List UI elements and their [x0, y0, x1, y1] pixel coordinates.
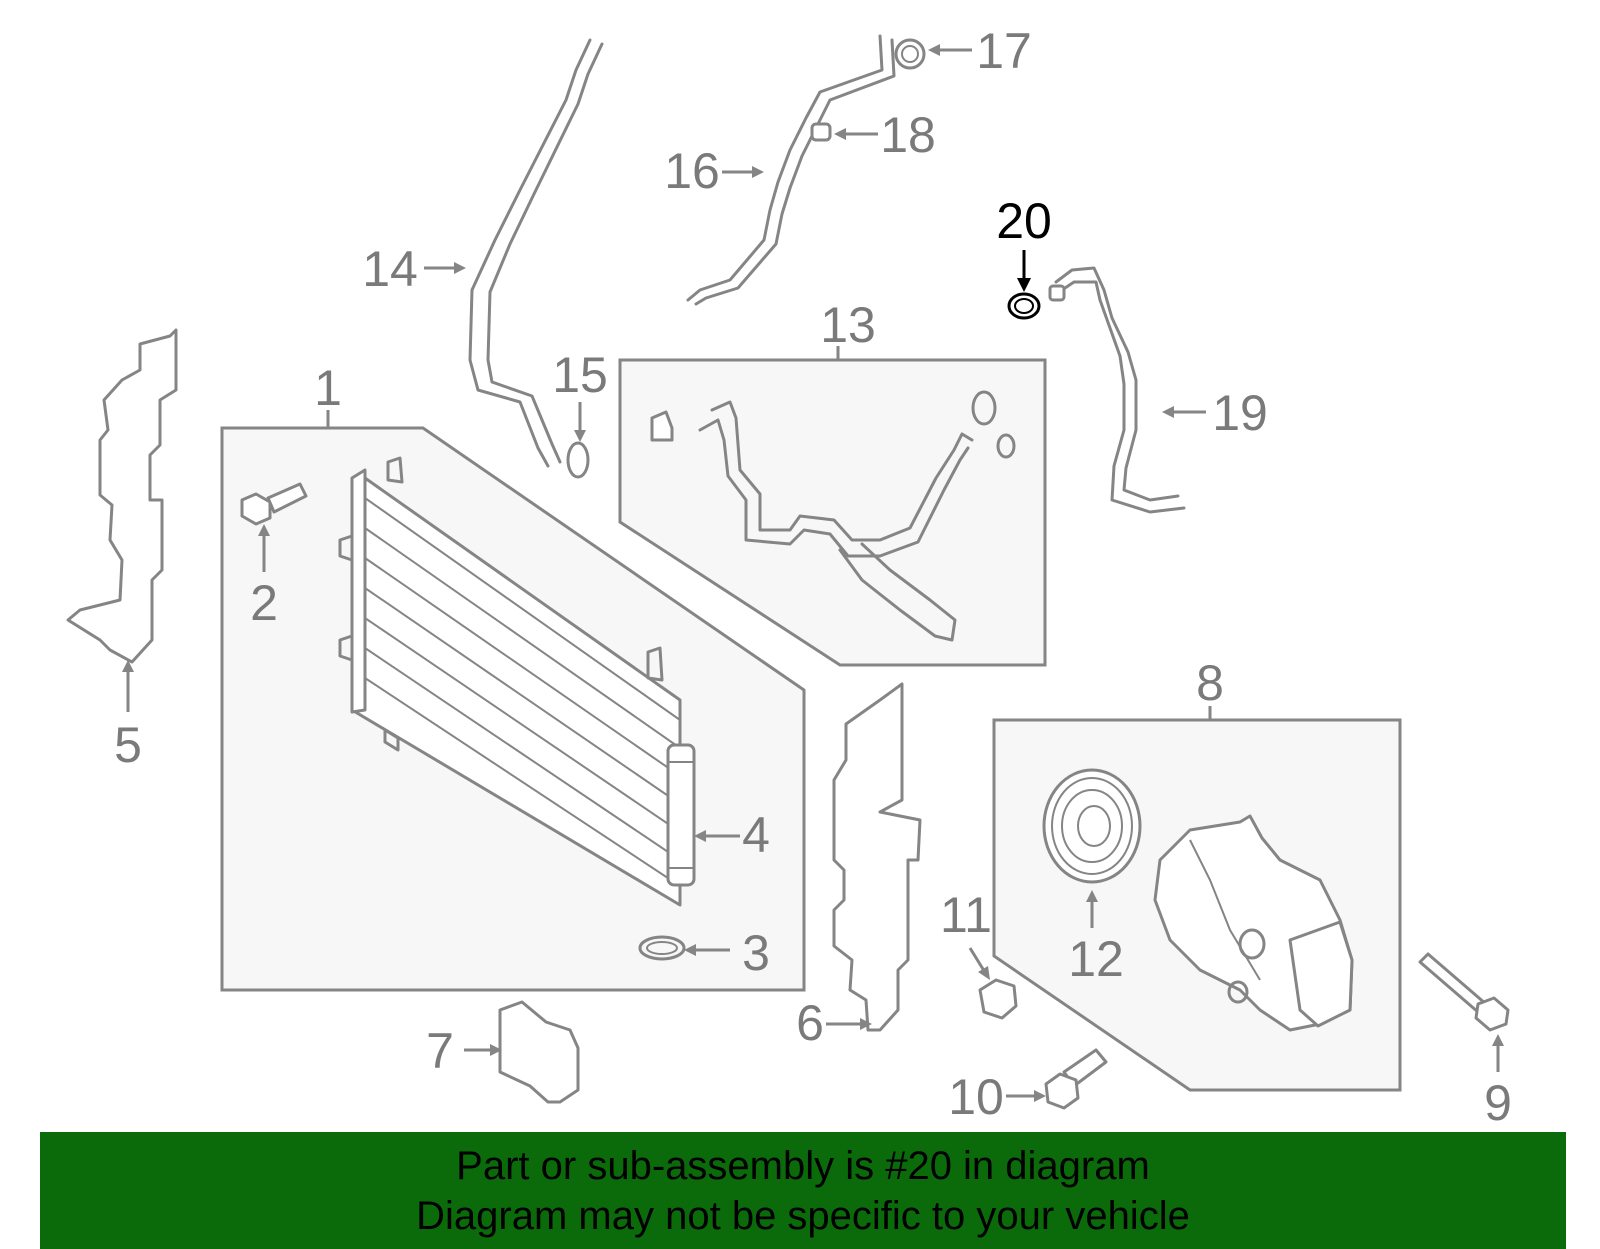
- callout-5[interactable]: 5: [114, 717, 142, 773]
- bracket-part-7: [498, 1000, 580, 1104]
- bolt-part-2: [240, 482, 308, 526]
- callout-1[interactable]: 1: [314, 360, 342, 416]
- callout-19[interactable]: 19: [1212, 385, 1268, 441]
- pulley-part-12: [1042, 768, 1142, 884]
- compressor-body: [1153, 814, 1354, 1032]
- o-ring-part-17: [894, 38, 926, 70]
- line-part-19: [1054, 266, 1186, 514]
- line-part-16: [686, 34, 896, 306]
- callout-13[interactable]: 13: [820, 297, 876, 353]
- banner-line-2: Diagram may not be specific to your vehi…: [416, 1193, 1190, 1238]
- callout-15[interactable]: 15: [552, 347, 608, 403]
- bracket-part-5: [66, 328, 178, 664]
- leader-lines: [122, 44, 1504, 1102]
- callout-18[interactable]: 18: [880, 107, 936, 163]
- info-banner: Part or sub-assembly is #20 in diagram D…: [40, 1132, 1566, 1249]
- callout-10[interactable]: 10: [948, 1069, 1004, 1125]
- bolt-part-10: [1044, 1048, 1108, 1110]
- callout-17[interactable]: 17: [976, 23, 1032, 79]
- banner-line-1: Part or sub-assembly is #20 in diagram: [456, 1143, 1150, 1188]
- o-ring-part-3: [638, 935, 686, 961]
- callout-8[interactable]: 8: [1196, 655, 1224, 711]
- callout-16[interactable]: 16: [664, 143, 720, 199]
- fitting-part-18: [810, 122, 832, 142]
- callout-12[interactable]: 12: [1068, 931, 1124, 987]
- o-ring-part-15: [566, 441, 590, 479]
- callout-14[interactable]: 14: [362, 241, 418, 297]
- callout-2[interactable]: 2: [250, 575, 278, 631]
- callout-4[interactable]: 4: [742, 807, 770, 863]
- callout-7[interactable]: 7: [426, 1023, 454, 1079]
- bolt-part-9: [1418, 952, 1510, 1032]
- condenser-assembly-group: [220, 410, 806, 992]
- callout-labels: 1 2 3 4 5 6 7 8 9 10 11 12 13 14 15 16 1…: [114, 23, 1512, 1131]
- callout-3[interactable]: 3: [742, 925, 770, 981]
- condenser-core: [338, 456, 682, 907]
- o-ring-part-20: [1007, 292, 1041, 320]
- bracket-part-6: [832, 682, 922, 1032]
- nut-part-11: [978, 978, 1018, 1020]
- callout-11[interactable]: 11: [940, 887, 992, 943]
- compressor-group: [992, 706, 1402, 1092]
- callout-6[interactable]: 6: [796, 995, 824, 1051]
- line-part-14: [468, 38, 604, 468]
- callout-20[interactable]: 20: [996, 193, 1052, 249]
- suction-line-group: [618, 346, 1047, 667]
- callout-9[interactable]: 9: [1484, 1075, 1512, 1131]
- receiver-drier: [666, 743, 696, 887]
